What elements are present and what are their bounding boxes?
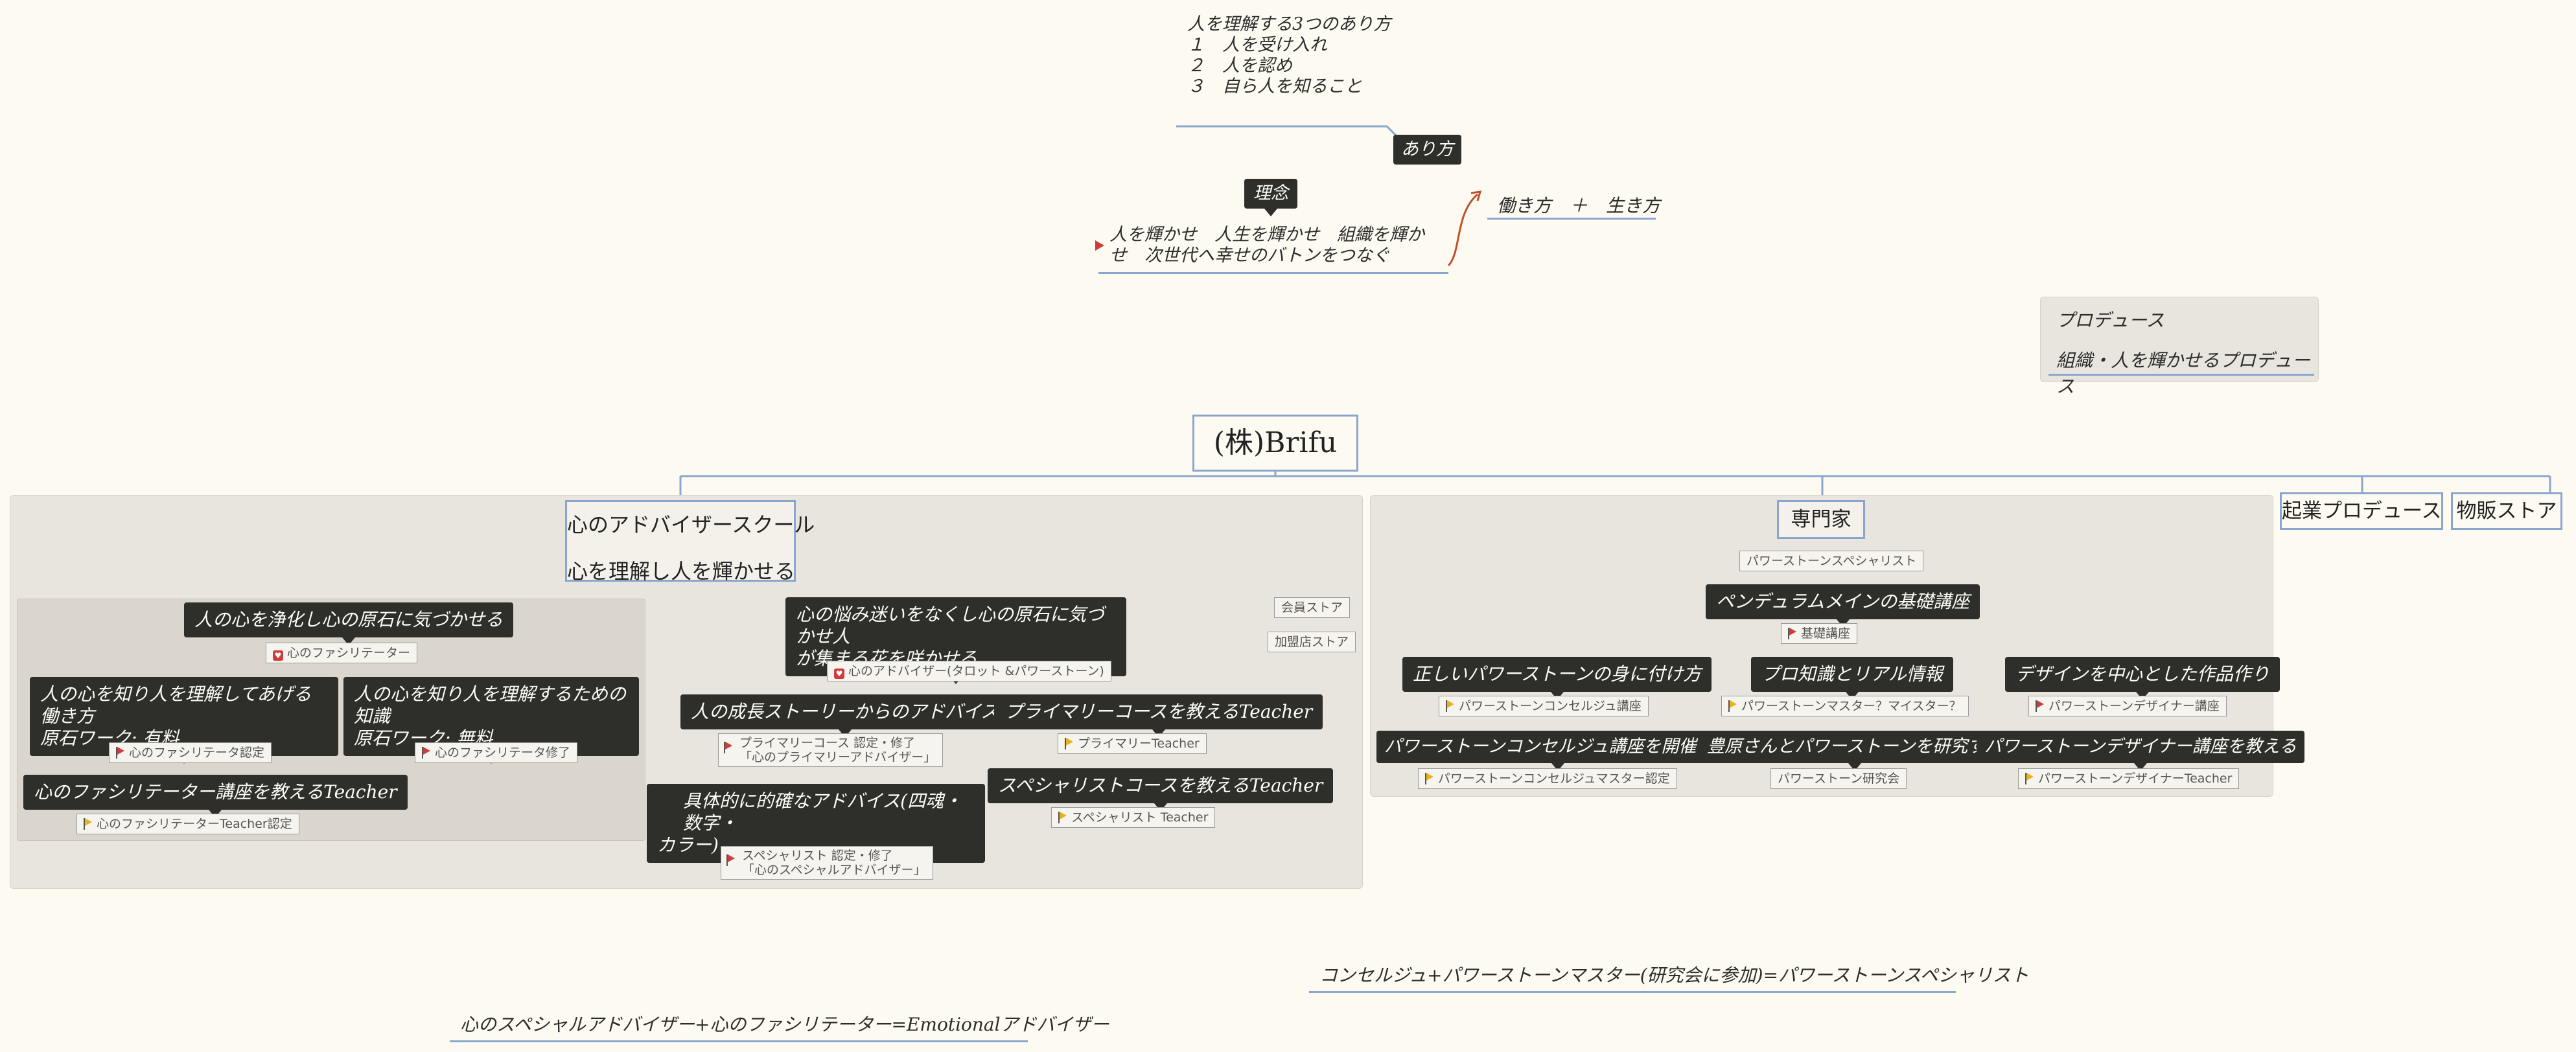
flag-icon: [1425, 773, 1434, 784]
primary-cert-tag[interactable]: プライマリーコース 認定・修了 「心のプライマリーアドバイザー」: [718, 733, 944, 767]
store-node[interactable]: 物販ストア: [2451, 492, 2562, 530]
tag-label: 心のファシリテーターTeacher認定: [97, 817, 292, 831]
flag-icon: [1788, 628, 1797, 639]
top-note-line: １ 人を受け入れ: [1187, 35, 1327, 55]
heart-icon: ♥: [273, 650, 283, 661]
ari-kata-node[interactable]: あり方: [1393, 135, 1461, 165]
flag-icon: [1446, 700, 1455, 712]
top-note-line: ２ 人を認め: [1187, 56, 1292, 76]
flag-icon: [422, 747, 431, 759]
node-line: 心の悩み迷いをなくし心の原石に気づかせ人: [796, 604, 1105, 647]
specialist-teacher-node[interactable]: スペシャリストコースを教えるTeacher: [988, 768, 1334, 811]
flag-icon: [726, 854, 736, 866]
flag-icon: [1065, 738, 1074, 749]
primary-teacher-node[interactable]: プライマリーコースを教えるTeacher: [994, 694, 1323, 737]
teach-designer-node[interactable]: パワーストーンデザイナー講座を教える: [1977, 731, 2304, 771]
top-note-line: ３ 自ら人を知ること: [1187, 76, 1362, 97]
advisor-tag[interactable]: ♥ 心のアドバイザー(タロット &パワーストーン): [827, 661, 1111, 681]
tag-label: スペシャリスト Teacher: [1071, 810, 1209, 825]
designer-course-tag[interactable]: パワーストーンデザイナー講座: [2028, 696, 2227, 716]
produce-title: プロデュース: [2056, 310, 2164, 331]
designer-teacher-tag[interactable]: パワーストーンデザイナーTeacher: [2018, 768, 2240, 789]
work-life-node[interactable]: 働き方 ＋ 生き方: [1497, 195, 1661, 216]
flag-icon: [724, 742, 733, 753]
heart-icon: ♥: [834, 669, 844, 679]
produce-box[interactable]: プロデュース 組織・人を輝かせるプロデュース: [2040, 297, 2319, 397]
tag-line: スペシャリスト 認定・修了: [742, 849, 893, 863]
hold-concierge-node[interactable]: パワーストーンコンセルジュ講座を開催する: [1376, 731, 1739, 771]
master-tag[interactable]: パワーストーンマスター？マイスター？: [1721, 696, 1969, 716]
tag-label: 心のファシリテータ修了: [435, 746, 571, 760]
tag-label: プライマリーTeacher: [1078, 737, 1200, 751]
wear-stone-node[interactable]: 正しいパワーストーンの身に付け方: [1402, 657, 1712, 700]
specialist-teacher-tag[interactable]: スペシャリスト Teacher: [1051, 807, 1216, 828]
concierge-course-tag[interactable]: パワーストーンコンセルジュ講座: [1439, 696, 1649, 716]
facilitator-cert-tag[interactable]: 心のファシリテータ認定: [109, 742, 272, 763]
specialist-tag[interactable]: パワーストーンスペシャリスト: [1739, 551, 1924, 571]
growth-story-node[interactable]: 人の成長ストーリーからのアドバイス: [680, 694, 1010, 737]
node-line: 人の心を知り人を理解してあげる働き方: [40, 683, 312, 727]
flag-icon: [1728, 700, 1737, 712]
rinen-text-line: 人を輝かせ 人生を輝かせ 組織を輝か: [1109, 225, 1424, 245]
tag-label: 心のファシリテーター: [287, 646, 411, 660]
flag-icon: [2025, 773, 2034, 784]
school-subtitle: 心を理解し人を輝かせる: [567, 559, 796, 584]
emotional-advisor-underline: [450, 1040, 1028, 1042]
franchise-store-tag[interactable]: 加盟店ストア: [1268, 632, 1356, 652]
flag-icon: [2036, 700, 2045, 712]
research-group-tag[interactable]: パワーストーン研究会: [1770, 768, 1907, 789]
facilitator-teacher-node[interactable]: 心のファシリテーター講座を教えるTeacher: [23, 775, 408, 818]
tag-line: 「心のスペシャルアドバイザー」: [742, 863, 926, 877]
facilitator-teacher-tag[interactable]: 心のファシリテーターTeacher認定: [76, 814, 299, 834]
specialist-formula-note[interactable]: コンセルジュ+パワーストーンマスター(研究会に参加)=パワーストーンスペシャリス…: [1319, 965, 2029, 986]
expert-title-node[interactable]: 専門家: [1777, 500, 1865, 539]
school-title-node[interactable]: 心のアドバイザースクール 心を理解し人を輝かせる: [565, 500, 815, 584]
tag-line: 「心のプライマリーアドバイザー」: [739, 750, 936, 764]
startup-produce-node[interactable]: 起業プロデュース: [2280, 492, 2443, 530]
school-title: 心のアドバイザースクール: [567, 512, 815, 537]
specialist-formula-underline: [1309, 991, 1956, 993]
tag-line: プライマリーコース 認定・修了: [739, 736, 916, 750]
root-node[interactable]: (株)Brifu: [1192, 415, 1358, 472]
rinen-underline: [1098, 272, 1448, 274]
top-note: 人を理解する3つのあり方 １ 人を受け入れ ２ 人を認め ３ 自ら人を知ること: [1187, 14, 1391, 97]
member-store-tag[interactable]: 会員ストア: [1274, 597, 1351, 618]
tag-label: パワーストーンコンセルジュ講座: [1459, 699, 1642, 713]
tag-label: パワーストーンコンセルジュマスター認定: [1438, 772, 1670, 786]
facilitator-tag[interactable]: ♥ 心のファシリテーター: [266, 643, 418, 663]
primary-teacher-tag[interactable]: プライマリーTeacher: [1058, 733, 1207, 754]
paid-work-node[interactable]: 人の心を知り人を理解してあげる働き方 原石ワーク: 有料: [30, 677, 338, 764]
flag-icon: [1058, 812, 1067, 823]
flag-icon: [84, 818, 93, 830]
pendulum-node[interactable]: ペンデュラムメインの基礎講座: [1706, 584, 1980, 627]
facilitator-complete-tag[interactable]: 心のファシリテータ修了: [415, 742, 578, 763]
tag-label: パワーストーンデザイナー講座: [2048, 699, 2220, 713]
work-life-underline: [1487, 218, 1656, 220]
top-note-line: 人を理解する3つのあり方: [1187, 14, 1391, 34]
tag-label: パワーストーンマスター？マイスター？: [1741, 699, 1962, 713]
produce-underline: [2048, 374, 2314, 376]
tag-label: パワーストーンデザイナーTeacher: [2038, 772, 2233, 786]
flag-icon: [1095, 240, 1104, 251]
basic-course-tag[interactable]: 基礎講座: [1781, 623, 1858, 644]
produce-subtitle: 組織・人を輝かせるプロデュース: [2056, 350, 2311, 397]
flag-icon: [116, 747, 125, 759]
pro-knowledge-node[interactable]: プロ知識とリアル情報: [1751, 657, 1953, 700]
specialist-cert-tag[interactable]: スペシャリスト 認定・修了 「心のスペシャルアドバイザー」: [721, 846, 933, 880]
tag-label: 心のファシリテータ認定: [129, 746, 265, 760]
design-node[interactable]: デザインを中心とした作品作り: [2005, 657, 2280, 700]
purify-heart-node[interactable]: 人の心を浄化し心の原石に気づかせる: [184, 602, 514, 645]
node-line: 人の心を知り人を理解するための知識: [354, 683, 627, 727]
emotional-advisor-note[interactable]: 心のスペシャルアドバイザー+心のファシリテーター=Emotionalアドバイザー: [460, 1014, 1109, 1035]
rinen-text: 人を輝かせ 人生を輝かせ 組織を輝か せ 次世代へ幸せのバトンをつなぐ: [1095, 225, 1424, 266]
node-line: カラー): [657, 834, 719, 856]
research-node[interactable]: 豊原さんとパワーストーンを研究する: [1699, 731, 2011, 771]
tag-label: 基礎講座: [1801, 626, 1851, 641]
node-line: 具体的に的確なアドバイス(四魂・数字・: [683, 790, 962, 834]
rinen-node[interactable]: 理念: [1244, 179, 1297, 216]
rinen-text-line: せ 次世代へ幸せのバトンをつなぐ: [1109, 246, 1390, 266]
tag-label: 心のアドバイザー(タロット &パワーストーン): [848, 664, 1104, 678]
concierge-master-tag[interactable]: パワーストーンコンセルジュマスター認定: [1418, 768, 1677, 789]
